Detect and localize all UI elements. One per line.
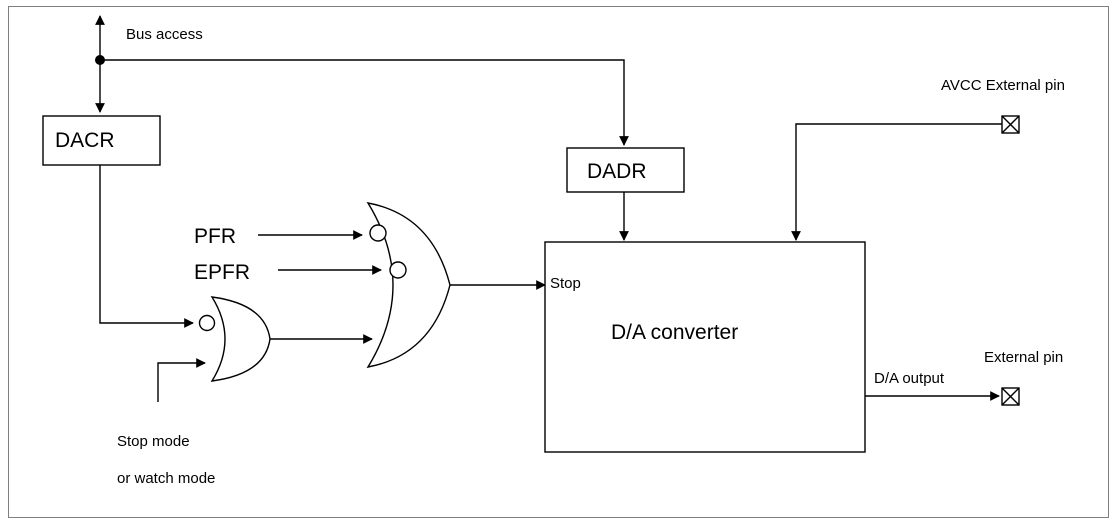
da-output-label: D/A output (874, 370, 945, 387)
dadr-label: DADR (587, 160, 647, 183)
dacr-block (42, 115, 161, 166)
pfr-inverter-bubble (369, 224, 387, 242)
da-converter-label: D/A converter (611, 321, 738, 344)
avcc-pin-cross-2 (1001, 115, 1020, 134)
avcc-to-converter-line (791, 123, 1002, 241)
dacr-label: DACR (55, 129, 115, 152)
external-pin-label: External pin (984, 349, 1063, 366)
stop-mode-line (157, 358, 206, 402)
small-or-gate (198, 296, 271, 382)
da-converter-block (544, 241, 866, 453)
stop-mode-label-line1: Stop mode (117, 433, 190, 450)
stop-input-label: Stop (550, 275, 581, 292)
epfr-label: EPFR (194, 261, 250, 284)
avcc-external-pin-label: AVCC External pin (941, 77, 1065, 94)
stop-mode-label-line2: or watch mode (117, 470, 215, 487)
bus-access-line (95, 15, 629, 146)
pfr-label: PFR (194, 225, 236, 248)
gate-input-inverter-bubble (198, 314, 216, 332)
bus-access-label: Bus access (126, 26, 203, 43)
dacr-to-gate-line (99, 165, 194, 328)
epfr-inverter-bubble (389, 261, 407, 279)
external-pin-cross-2 (1001, 387, 1020, 406)
large-or-gate (366, 202, 451, 368)
dadr-block (566, 147, 685, 193)
